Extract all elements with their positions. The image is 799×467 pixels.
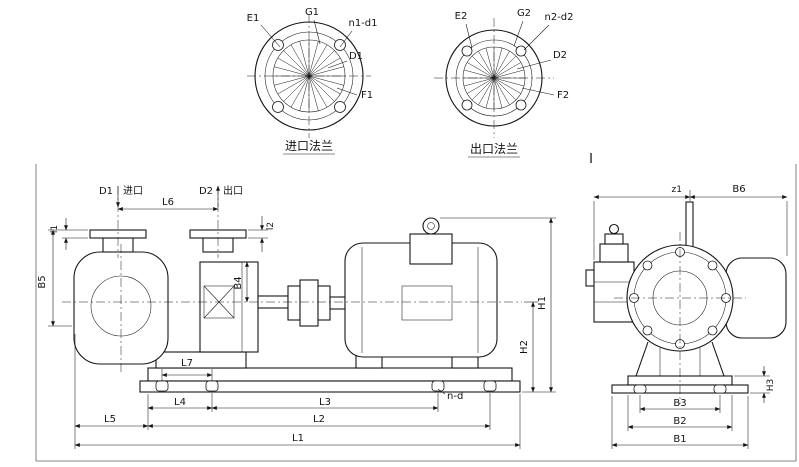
baseplate-rail (147, 367, 513, 382)
dim-label-l4: L4 (174, 397, 186, 408)
inlet-label-e1: E1 (247, 13, 260, 24)
inlet-flange-hatch (273, 40, 345, 112)
outlet-flange-view: E2 G2 n2-d2 D2 F2 出口法兰 (434, 8, 574, 158)
side-view-dimensions: D1 进口 D2 出口 L6 l1 l2 B5 B4 (37, 184, 556, 449)
dim-label-h1: H1 (537, 296, 548, 310)
terminal-box (409, 233, 453, 265)
dim-label-l5: L5 (104, 414, 116, 425)
end-view-structure (585, 201, 787, 394)
outlet-flange-bolt-circle (455, 39, 533, 117)
outlet-flange-caption: 出口法兰 (470, 142, 518, 156)
top-lug (685, 201, 694, 249)
outlet-flange-outer-circle (445, 29, 543, 127)
inlet-flange-bolt-circle (264, 31, 354, 121)
motor-shaft (329, 296, 346, 310)
dim-label-l7: L7 (181, 358, 193, 369)
casing-bolt (642, 260, 653, 271)
dim-label-z1: z1 (672, 185, 682, 195)
dim-label-l3: L3 (319, 397, 331, 408)
dim-label-b6: B6 (732, 184, 745, 195)
casing-bolt (707, 260, 718, 271)
motor-nameplate (401, 285, 453, 321)
coupling-half (317, 285, 331, 321)
inlet-bolt-hole (272, 101, 284, 113)
coupling-center (299, 279, 319, 327)
inlet-port-text: 进口 (123, 185, 143, 197)
dim-label-b5: B5 (37, 275, 48, 288)
baseplate-flange (139, 380, 521, 393)
anchor-slot (205, 380, 219, 392)
lifting-eye (422, 217, 440, 235)
inlet-label-g1: G1 (305, 7, 319, 18)
outlet-bolt-hole (461, 99, 473, 111)
inlet-flange-caption: 进口法兰 (285, 139, 333, 153)
outlet-bolt-hole (461, 45, 473, 57)
anchor-slot (633, 384, 647, 394)
end-view-dimensions: z1 B6 H3 B3 B2 B1 (593, 184, 788, 449)
outlet-bolt-hole (515, 45, 527, 57)
dim-label-l2-small: l2 (266, 222, 276, 230)
dim-label-l1-small: l1 (50, 225, 60, 233)
outlet-label-d2: D2 (553, 50, 567, 61)
inlet-label-n1d1: n1-d1 (348, 18, 377, 29)
outlet-label-e2: E2 (455, 11, 468, 22)
pump-end-view: z1 B6 H3 B3 B2 B1 (585, 184, 788, 449)
casing-bolt (707, 325, 718, 336)
casing-bolt (642, 325, 653, 336)
outlet-label-g2: G2 (517, 8, 531, 19)
end-view-centerlines (614, 232, 746, 404)
dim-label-b3: B3 (673, 398, 686, 409)
inlet-flange-outer-circle (254, 21, 364, 131)
inlet-flange-view: E1 G1 n1-d1 D1 F1 进口法兰 (247, 7, 378, 155)
outlet-flange-hatch (463, 47, 525, 109)
side-view-structure (73, 217, 521, 393)
dim-label-h3: H3 (766, 379, 776, 392)
anchor-slot (431, 380, 445, 392)
dim-label-h2: H2 (519, 340, 530, 354)
dim-label-l1: L1 (292, 433, 304, 444)
bearing-bracket (199, 261, 259, 353)
pump-side-view: D1 进口 D2 出口 L6 l1 l2 B5 B4 (37, 184, 556, 449)
dim-label-nd: n-d (447, 391, 463, 402)
dim-label-d2: D2 (199, 186, 213, 197)
inlet-bolt-hole (334, 39, 346, 51)
dim-label-d1: D1 (99, 186, 113, 197)
dim-label-l2: L2 (313, 414, 325, 425)
outlet-label-n2d2: n2-d2 (544, 12, 573, 23)
anchor-slot (155, 380, 169, 392)
dim-label-b2: B2 (673, 416, 686, 427)
pump-foot (155, 351, 247, 369)
dim-label-l6: L6 (162, 197, 174, 208)
anchor-slot (713, 384, 727, 394)
dim-label-b4: B4 (233, 276, 244, 289)
outlet-port-text: 出口 (223, 184, 243, 197)
outlet-label-f2: F2 (557, 90, 569, 101)
anchor-slot (483, 380, 497, 392)
inlet-label-d1: D1 (349, 51, 363, 62)
outlet-bolt-hole (515, 99, 527, 111)
inlet-label-f1: F1 (361, 90, 373, 101)
coupling-half (287, 285, 301, 321)
dim-label-b1: B1 (673, 434, 686, 445)
valve-assembly (585, 223, 635, 323)
drawing-frame (35, 164, 797, 462)
inlet-bolt-hole (334, 101, 346, 113)
view-direction-label: I (589, 152, 593, 167)
